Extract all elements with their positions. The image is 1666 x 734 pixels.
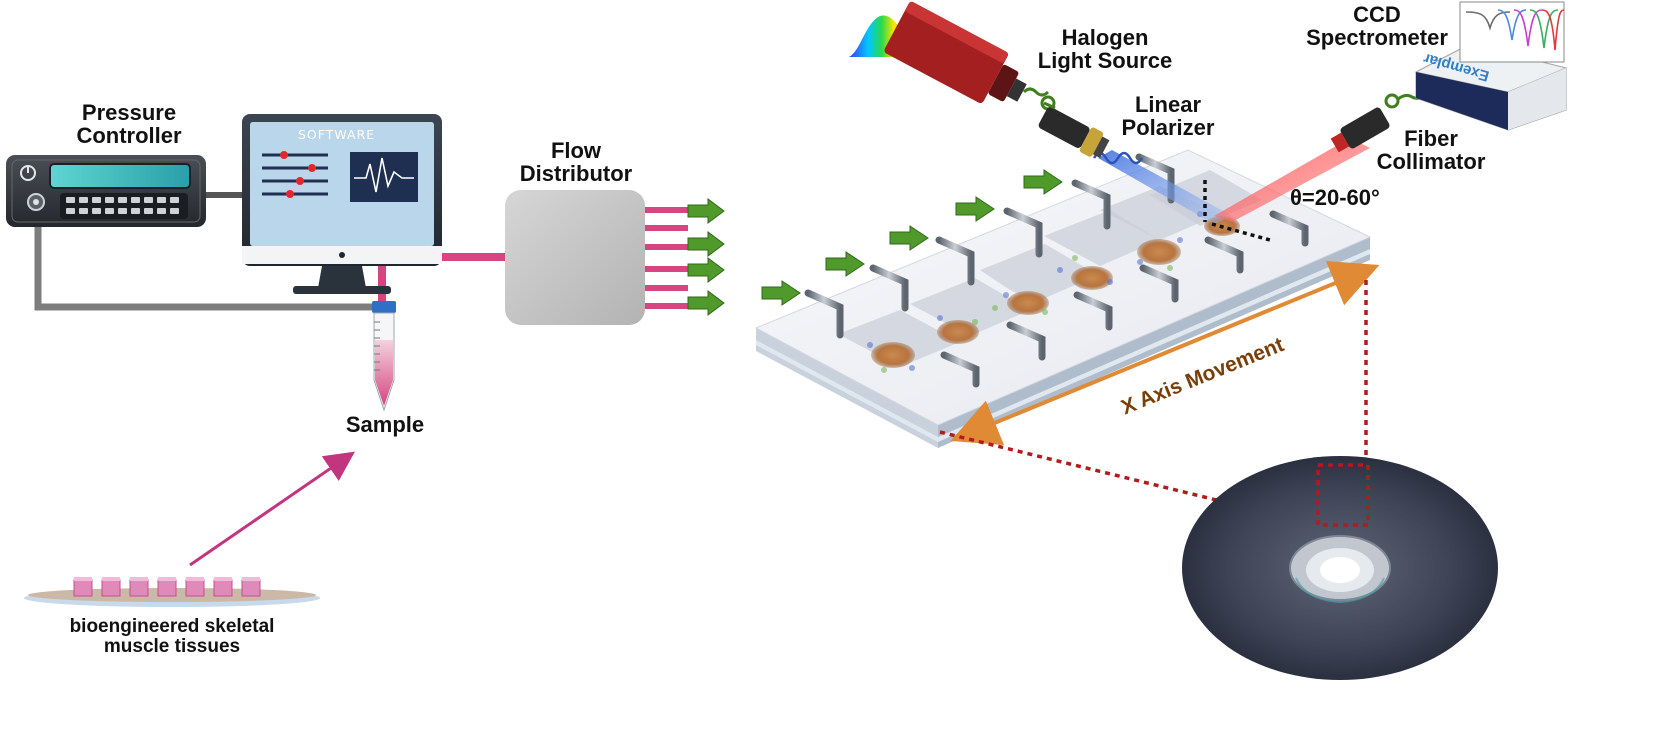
fiber-collimator-icon bbox=[1330, 91, 1430, 153]
x-axis-movement-arrow bbox=[950, 260, 1380, 446]
sample-label: Sample bbox=[345, 412, 425, 437]
angle-label: θ=20-60° bbox=[1290, 185, 1380, 210]
polarizer-icon bbox=[1038, 101, 1110, 158]
software-label: SOFTWARE bbox=[298, 127, 376, 142]
halogen-lamp-icon bbox=[849, 1, 1056, 111]
computer-monitor-icon bbox=[242, 114, 442, 294]
sample-tube-icon bbox=[372, 301, 396, 412]
light-beams bbox=[1092, 138, 1370, 242]
grey-tubing bbox=[34, 192, 380, 311]
tissue-to-sample-arrow bbox=[189, 451, 355, 567]
outlet-arrows bbox=[687, 198, 725, 316]
spectrometer-icon: Exemplar bbox=[1414, 1, 1568, 131]
pressure-controller-icon bbox=[6, 155, 206, 227]
inlet-arrows bbox=[761, 169, 1063, 306]
tissue-dish-icon bbox=[24, 577, 320, 607]
flow-distributor-icon bbox=[505, 190, 645, 325]
optical-disc-icon bbox=[1182, 456, 1498, 680]
